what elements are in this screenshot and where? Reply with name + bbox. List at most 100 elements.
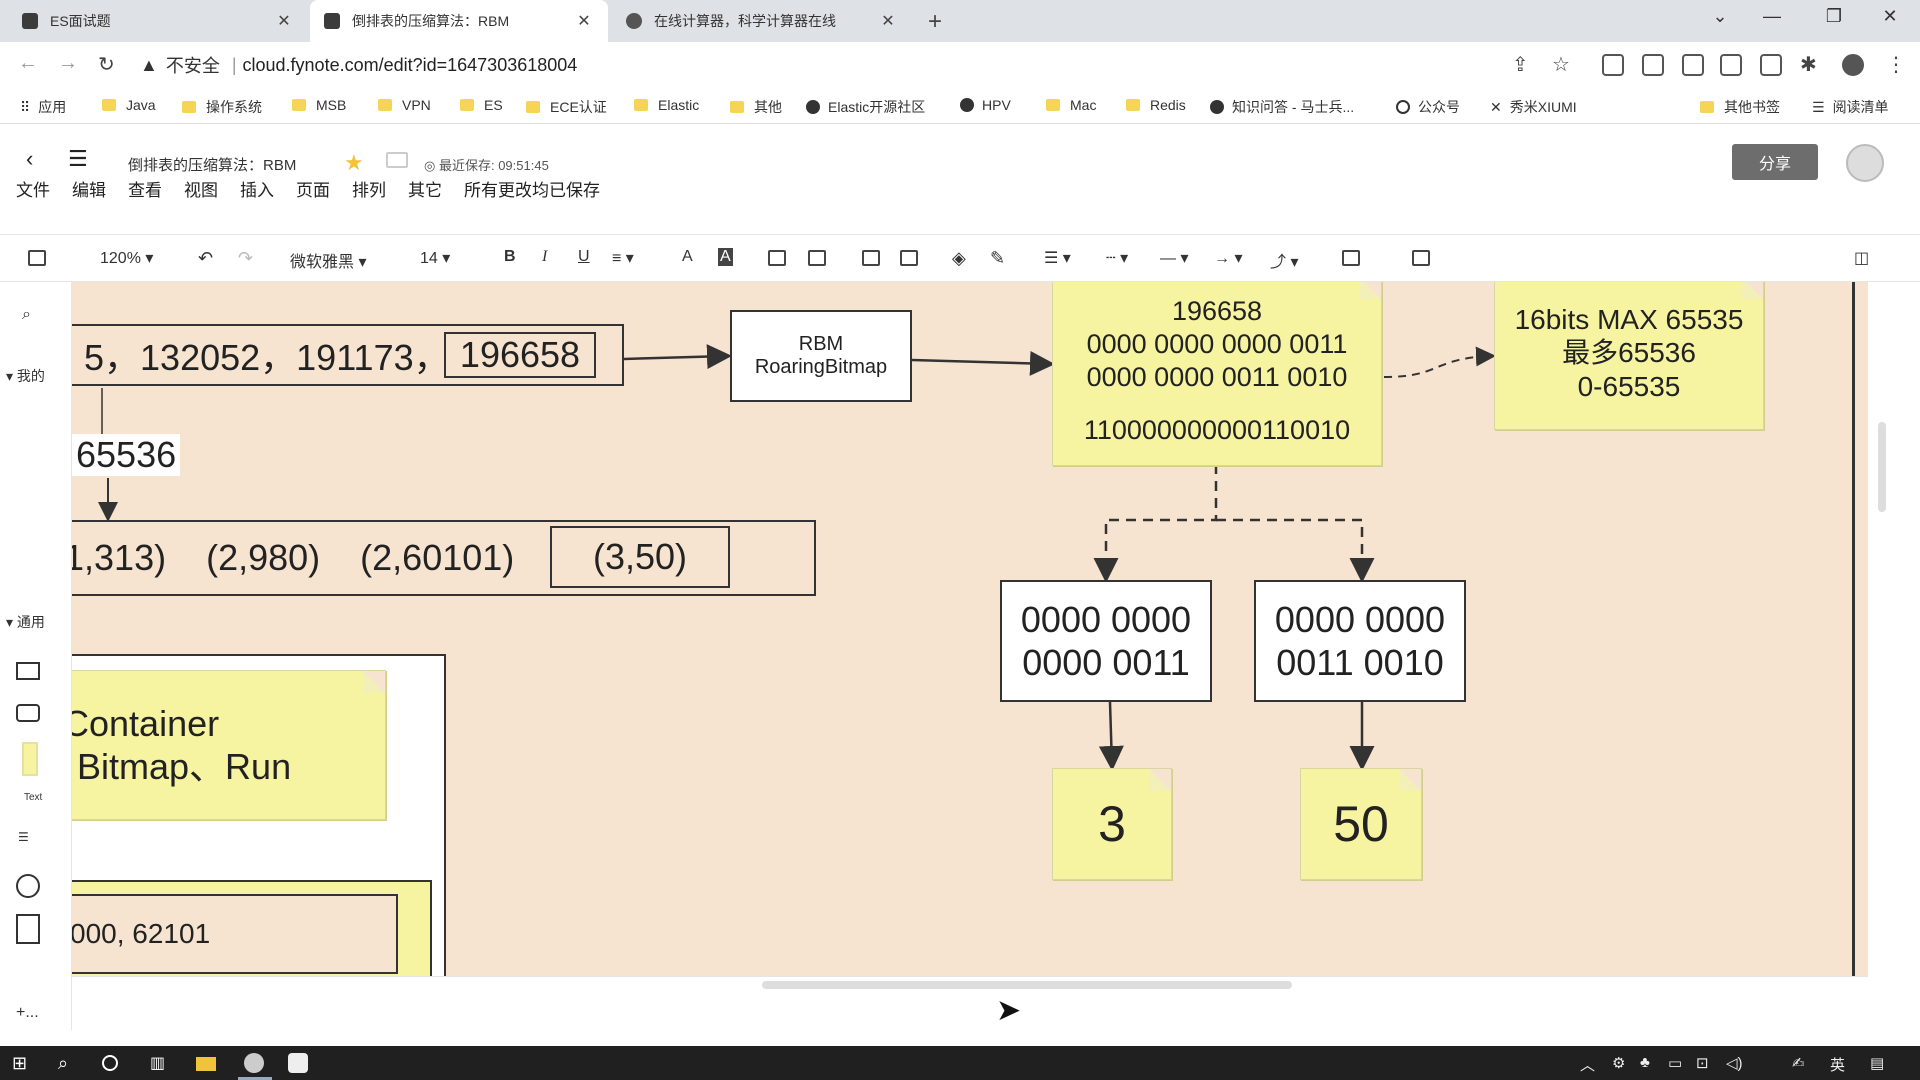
bookmark-qa[interactable]: 知识问答 - 马士兵... — [1210, 97, 1354, 117]
more-menu-icon[interactable]: ⋮ — [1886, 54, 1906, 76]
bookmark-reading-list[interactable]: ☰阅读清单 — [1812, 97, 1889, 117]
panel-toggle-icon[interactable] — [28, 250, 46, 266]
file-explorer-icon[interactable] — [196, 1057, 216, 1071]
extension-icon[interactable] — [1760, 54, 1782, 76]
sidebar-toggle-icon[interactable]: ◫ — [1854, 250, 1870, 267]
restore-button[interactable]: ❐ — [1825, 6, 1843, 26]
bottom-list-box[interactable]: 000, 62101 — [72, 894, 398, 974]
tray-chevron-icon[interactable]: ︿ — [1580, 1057, 1596, 1074]
back-chevron-icon[interactable]: ‹ — [26, 146, 34, 171]
high-value-note[interactable]: 3 — [1052, 768, 1172, 880]
task-view-icon[interactable]: ▥ — [150, 1055, 166, 1072]
table-icon[interactable] — [1412, 250, 1430, 266]
align-icon[interactable]: ≡ ▾ — [612, 250, 634, 267]
redo-icon[interactable]: ↷ — [238, 248, 254, 268]
url-field[interactable]: ▲ 不安全 | cloud.fynote.com/edit?id=1647303… — [140, 49, 1520, 81]
star-icon[interactable]: ☆ — [1552, 54, 1570, 76]
bookmark-elastic[interactable]: Elastic — [634, 97, 699, 113]
link-icon[interactable] — [768, 250, 786, 266]
send-back-icon[interactable] — [900, 250, 918, 266]
align-objects-icon[interactable] — [1342, 250, 1360, 266]
avatar[interactable] — [1846, 144, 1884, 182]
line-color-icon[interactable]: ✎ — [990, 248, 1006, 268]
font-size-select[interactable]: 14 ▾ — [420, 250, 451, 267]
bookmark-wechat[interactable]: 公众号 — [1396, 97, 1460, 117]
vertical-scrollbar[interactable] — [1878, 422, 1886, 512]
share-button[interactable]: 分享 — [1732, 144, 1818, 180]
more-shapes-button[interactable]: +... — [16, 1004, 39, 1021]
bits-note[interactable]: 16bits MAX 65535 最多65536 0-65535 — [1494, 282, 1764, 430]
folder-icon[interactable] — [386, 152, 408, 168]
bookmark-other-bookmarks[interactable]: 其他书签 — [1700, 97, 1780, 117]
font-select[interactable]: 微软雅黑 ▾ — [290, 254, 367, 271]
arrow-connector[interactable] — [1098, 701, 1124, 771]
line-width-icon[interactable]: ☰ ▾ — [1044, 250, 1071, 267]
hamburger-menu-icon[interactable]: ☰ — [68, 146, 88, 171]
bold-button[interactable]: B — [504, 248, 516, 265]
diagram-canvas[interactable]: 5，132052，191173， 196658 RBM RoaringBitma… — [72, 282, 1868, 976]
note-shape[interactable] — [22, 742, 38, 776]
tray-app-icon[interactable]: ♣ — [1640, 1054, 1650, 1071]
low-value-note[interactable]: 50 — [1300, 768, 1422, 880]
bookmark-redis[interactable]: Redis — [1126, 97, 1186, 113]
new-tab-button[interactable]: + — [927, 8, 942, 35]
close-icon[interactable]: ✕ — [881, 13, 895, 30]
menu-layout[interactable]: 视图 — [184, 181, 218, 200]
tab-calculator[interactable]: 在线计算器，科学计算器在线 ✕ — [612, 0, 912, 42]
arrow-style-icon[interactable]: → ▾ — [1214, 250, 1243, 267]
reload-icon[interactable]: ↻ — [98, 54, 115, 76]
volume-icon[interactable]: ◁) — [1726, 1055, 1743, 1072]
text-shape[interactable]: Text — [24, 792, 43, 803]
tab-es-interview[interactable]: ES面试题 ✕ — [8, 0, 308, 42]
close-icon[interactable]: ✕ — [277, 13, 291, 30]
bookmark-java[interactable]: Java — [102, 97, 156, 113]
notification-icon[interactable]: ▤ — [1870, 1055, 1885, 1072]
bring-front-icon[interactable] — [862, 250, 880, 266]
image-icon[interactable] — [808, 250, 826, 266]
rectangle-shape[interactable] — [16, 662, 40, 680]
highlight-value-box[interactable]: 196658 — [444, 332, 596, 378]
back-arrow-icon[interactable]: ← — [18, 52, 38, 74]
app-icon[interactable] — [288, 1053, 308, 1073]
highlight-pair-box[interactable]: (3,50) — [550, 526, 730, 588]
bookmark-hpv[interactable]: HPV — [960, 97, 1011, 113]
menu-arrange[interactable]: 排列 — [352, 181, 386, 200]
rounded-rect-shape[interactable] — [16, 704, 40, 722]
dashed-arrow-connector[interactable] — [1216, 518, 1375, 583]
menu-edit[interactable]: 编辑 — [72, 181, 106, 200]
menu-insert[interactable]: 插入 — [240, 181, 274, 200]
binary-note[interactable]: 196658 0000 0000 0000 0011 0000 0000 001… — [1052, 282, 1382, 466]
low-bits-box[interactable]: 0000 0000 0011 0010 — [1254, 580, 1466, 702]
pen-icon[interactable]: ✍ — [1792, 1055, 1805, 1072]
bookmark-other[interactable]: 其他 — [730, 97, 782, 117]
horizontal-scrollbar[interactable] — [762, 981, 1292, 989]
menu-page[interactable]: 页面 — [296, 181, 330, 200]
section-mine[interactable]: ▾ 我的 — [6, 368, 45, 384]
extension-icon[interactable] — [1602, 54, 1624, 76]
chrome-icon[interactable] — [244, 1053, 264, 1073]
menu-other[interactable]: 其它 — [408, 181, 442, 200]
highlight-icon[interactable]: A — [718, 248, 733, 266]
close-icon[interactable]: ✕ — [577, 13, 591, 30]
cortana-icon[interactable] — [102, 1055, 118, 1071]
undo-icon[interactable]: ↶ — [198, 248, 214, 268]
dashed-arrow-connector[interactable] — [1383, 346, 1496, 378]
bookmark-mac[interactable]: Mac — [1046, 97, 1096, 113]
extension-icon[interactable] — [1720, 54, 1742, 76]
arrow-connector[interactable] — [911, 350, 1055, 376]
document-title[interactable]: 倒排表的压缩算法：RBM — [128, 157, 297, 174]
fill-color-icon[interactable]: ◈ — [952, 248, 966, 268]
profile-icon[interactable] — [1842, 54, 1864, 76]
input-language[interactable]: 英 — [1830, 1057, 1846, 1074]
arrow-connector[interactable] — [623, 344, 732, 370]
search-icon[interactable]: ⌕ — [22, 306, 31, 323]
container-note[interactable]: Container Bitmap、Run — [72, 670, 386, 820]
forward-arrow-icon[interactable]: → — [58, 52, 78, 74]
menu-view[interactable]: 查看 — [128, 181, 162, 200]
minimize-button[interactable]: — — [1763, 6, 1781, 26]
bookmark-es[interactable]: ES — [460, 97, 503, 113]
zoom-select[interactable]: 120% ▾ — [100, 250, 154, 267]
extension-icon[interactable] — [1642, 54, 1664, 76]
connector-icon[interactable]: ⤴ ▾ — [1270, 254, 1299, 271]
rbm-box[interactable]: RBM RoaringBitmap — [730, 310, 912, 402]
